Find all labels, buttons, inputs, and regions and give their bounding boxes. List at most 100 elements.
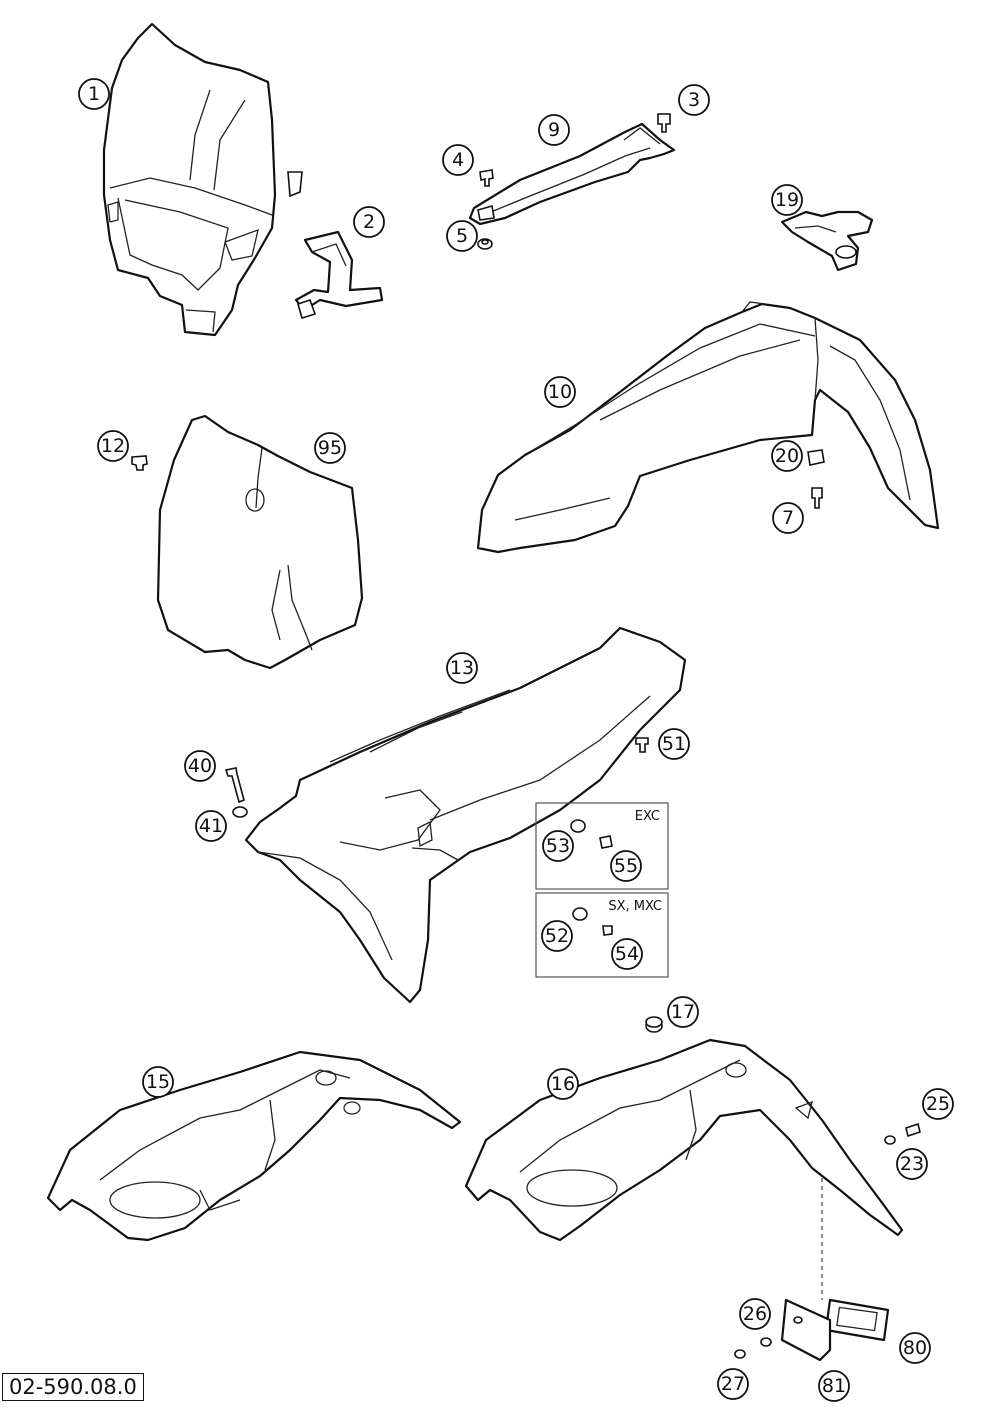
callout-circle: [541, 920, 573, 952]
part-reflector-80: [824, 1298, 890, 1342]
part-nut-27: [734, 1349, 746, 1359]
callout-circle: [818, 1370, 850, 1402]
part-screw-40: [224, 767, 245, 804]
part-nut-20: [807, 449, 825, 466]
callout-circle: [896, 1148, 928, 1180]
part-plate-81: [780, 1298, 832, 1362]
callout-number: 54: [615, 943, 639, 965]
callout-number: 53: [546, 835, 570, 857]
callout-12: 12: [97, 430, 129, 462]
part-screw-12: [131, 455, 148, 471]
callout-40: 40: [184, 750, 216, 782]
callout-number: 23: [900, 1153, 924, 1175]
part-screw-7: [811, 487, 823, 509]
part-nut-17: [645, 1016, 663, 1033]
box-label-exc: EXC: [635, 809, 660, 824]
callout-number: 2: [363, 211, 375, 233]
callout-27: 27: [717, 1368, 749, 1400]
part-screw-51: [635, 737, 649, 753]
callout-number: 13: [450, 657, 474, 679]
callout-circle: [771, 440, 803, 472]
callout-25: 25: [922, 1088, 954, 1120]
callout-number: 52: [545, 925, 569, 947]
callout-5: 5: [446, 220, 478, 252]
part-washer-41: [232, 806, 248, 818]
callout-number: 41: [199, 815, 223, 837]
box-label-sx-mxc: SX, MXC: [608, 899, 662, 914]
callout-circle: [184, 750, 216, 782]
callout-41: 41: [195, 810, 227, 842]
callout-number: 9: [548, 119, 560, 141]
part-clamp: [294, 230, 384, 320]
callout-number: 55: [614, 855, 638, 877]
part-screw-3: [657, 113, 671, 133]
callout-51: 51: [658, 728, 690, 760]
callout-circle: [446, 652, 478, 684]
box-sx-mxc-variant: [535, 892, 669, 978]
drawing-number: 02-590.08.0: [2, 1373, 144, 1401]
callout-15: 15: [142, 1066, 174, 1098]
callout-number: 7: [782, 507, 794, 529]
callout-number: 3: [688, 89, 700, 111]
part-front-fender-16: [464, 1038, 904, 1242]
callout-number: 80: [903, 1337, 927, 1359]
callout-circle: [771, 184, 803, 216]
callout-number: 26: [743, 1303, 767, 1325]
callout-circle: [538, 114, 570, 146]
callout-circle: [922, 1088, 954, 1120]
callout-3: 3: [678, 84, 710, 116]
callout-number: 12: [101, 435, 125, 457]
part-rear-fender: [244, 626, 687, 1004]
callout-number: 95: [318, 437, 342, 459]
box-exc-variant: [535, 802, 669, 890]
callout-number: 16: [551, 1073, 575, 1095]
callout-circle: [78, 78, 110, 110]
callout-number: 20: [775, 445, 799, 467]
part-number-plate: [156, 414, 364, 670]
callout-circle: [678, 84, 710, 116]
callout-circle: [544, 376, 576, 408]
callout-10: 10: [544, 376, 576, 408]
part-nut-5: [477, 238, 493, 250]
callout-55: 55: [610, 850, 642, 882]
callout-number: 27: [721, 1373, 745, 1395]
part-front-fender-15: [46, 1050, 462, 1242]
callout-26: 26: [739, 1298, 771, 1330]
callout-number: 17: [671, 1001, 695, 1023]
callout-circle: [610, 850, 642, 882]
callout-number: 1: [88, 83, 100, 105]
callout-number: 25: [926, 1093, 950, 1115]
callout-number: 5: [456, 225, 468, 247]
callout-53: 53: [542, 830, 574, 862]
callout-circle: [442, 144, 474, 176]
part-washer-26: [760, 1337, 772, 1347]
callout-81: 81: [818, 1370, 850, 1402]
callout-circle: [717, 1368, 749, 1400]
callout-54: 54: [611, 938, 643, 970]
callout-circle: [195, 810, 227, 842]
callout-80: 80: [899, 1332, 931, 1364]
callout-circle: [667, 996, 699, 1028]
callout-95: 95: [314, 432, 346, 464]
callout-20: 20: [771, 440, 803, 472]
callout-circle: [899, 1332, 931, 1364]
callout-circle: [142, 1066, 174, 1098]
callout-4: 4: [442, 144, 474, 176]
callout-17: 17: [667, 996, 699, 1028]
part-holder-19: [780, 210, 874, 272]
callout-7: 7: [772, 502, 804, 534]
callout-9: 9: [538, 114, 570, 146]
part-bracket: [468, 122, 676, 226]
callout-number: 15: [146, 1071, 170, 1093]
part-screw-25: [905, 1122, 921, 1138]
callout-circle: [658, 728, 690, 760]
callout-circle: [772, 502, 804, 534]
part-front-fender: [476, 301, 940, 554]
callout-number: 40: [188, 755, 212, 777]
callout-1: 1: [78, 78, 110, 110]
callout-circle: [97, 430, 129, 462]
part-screw-4: [479, 169, 494, 187]
callout-number: 4: [452, 149, 464, 171]
